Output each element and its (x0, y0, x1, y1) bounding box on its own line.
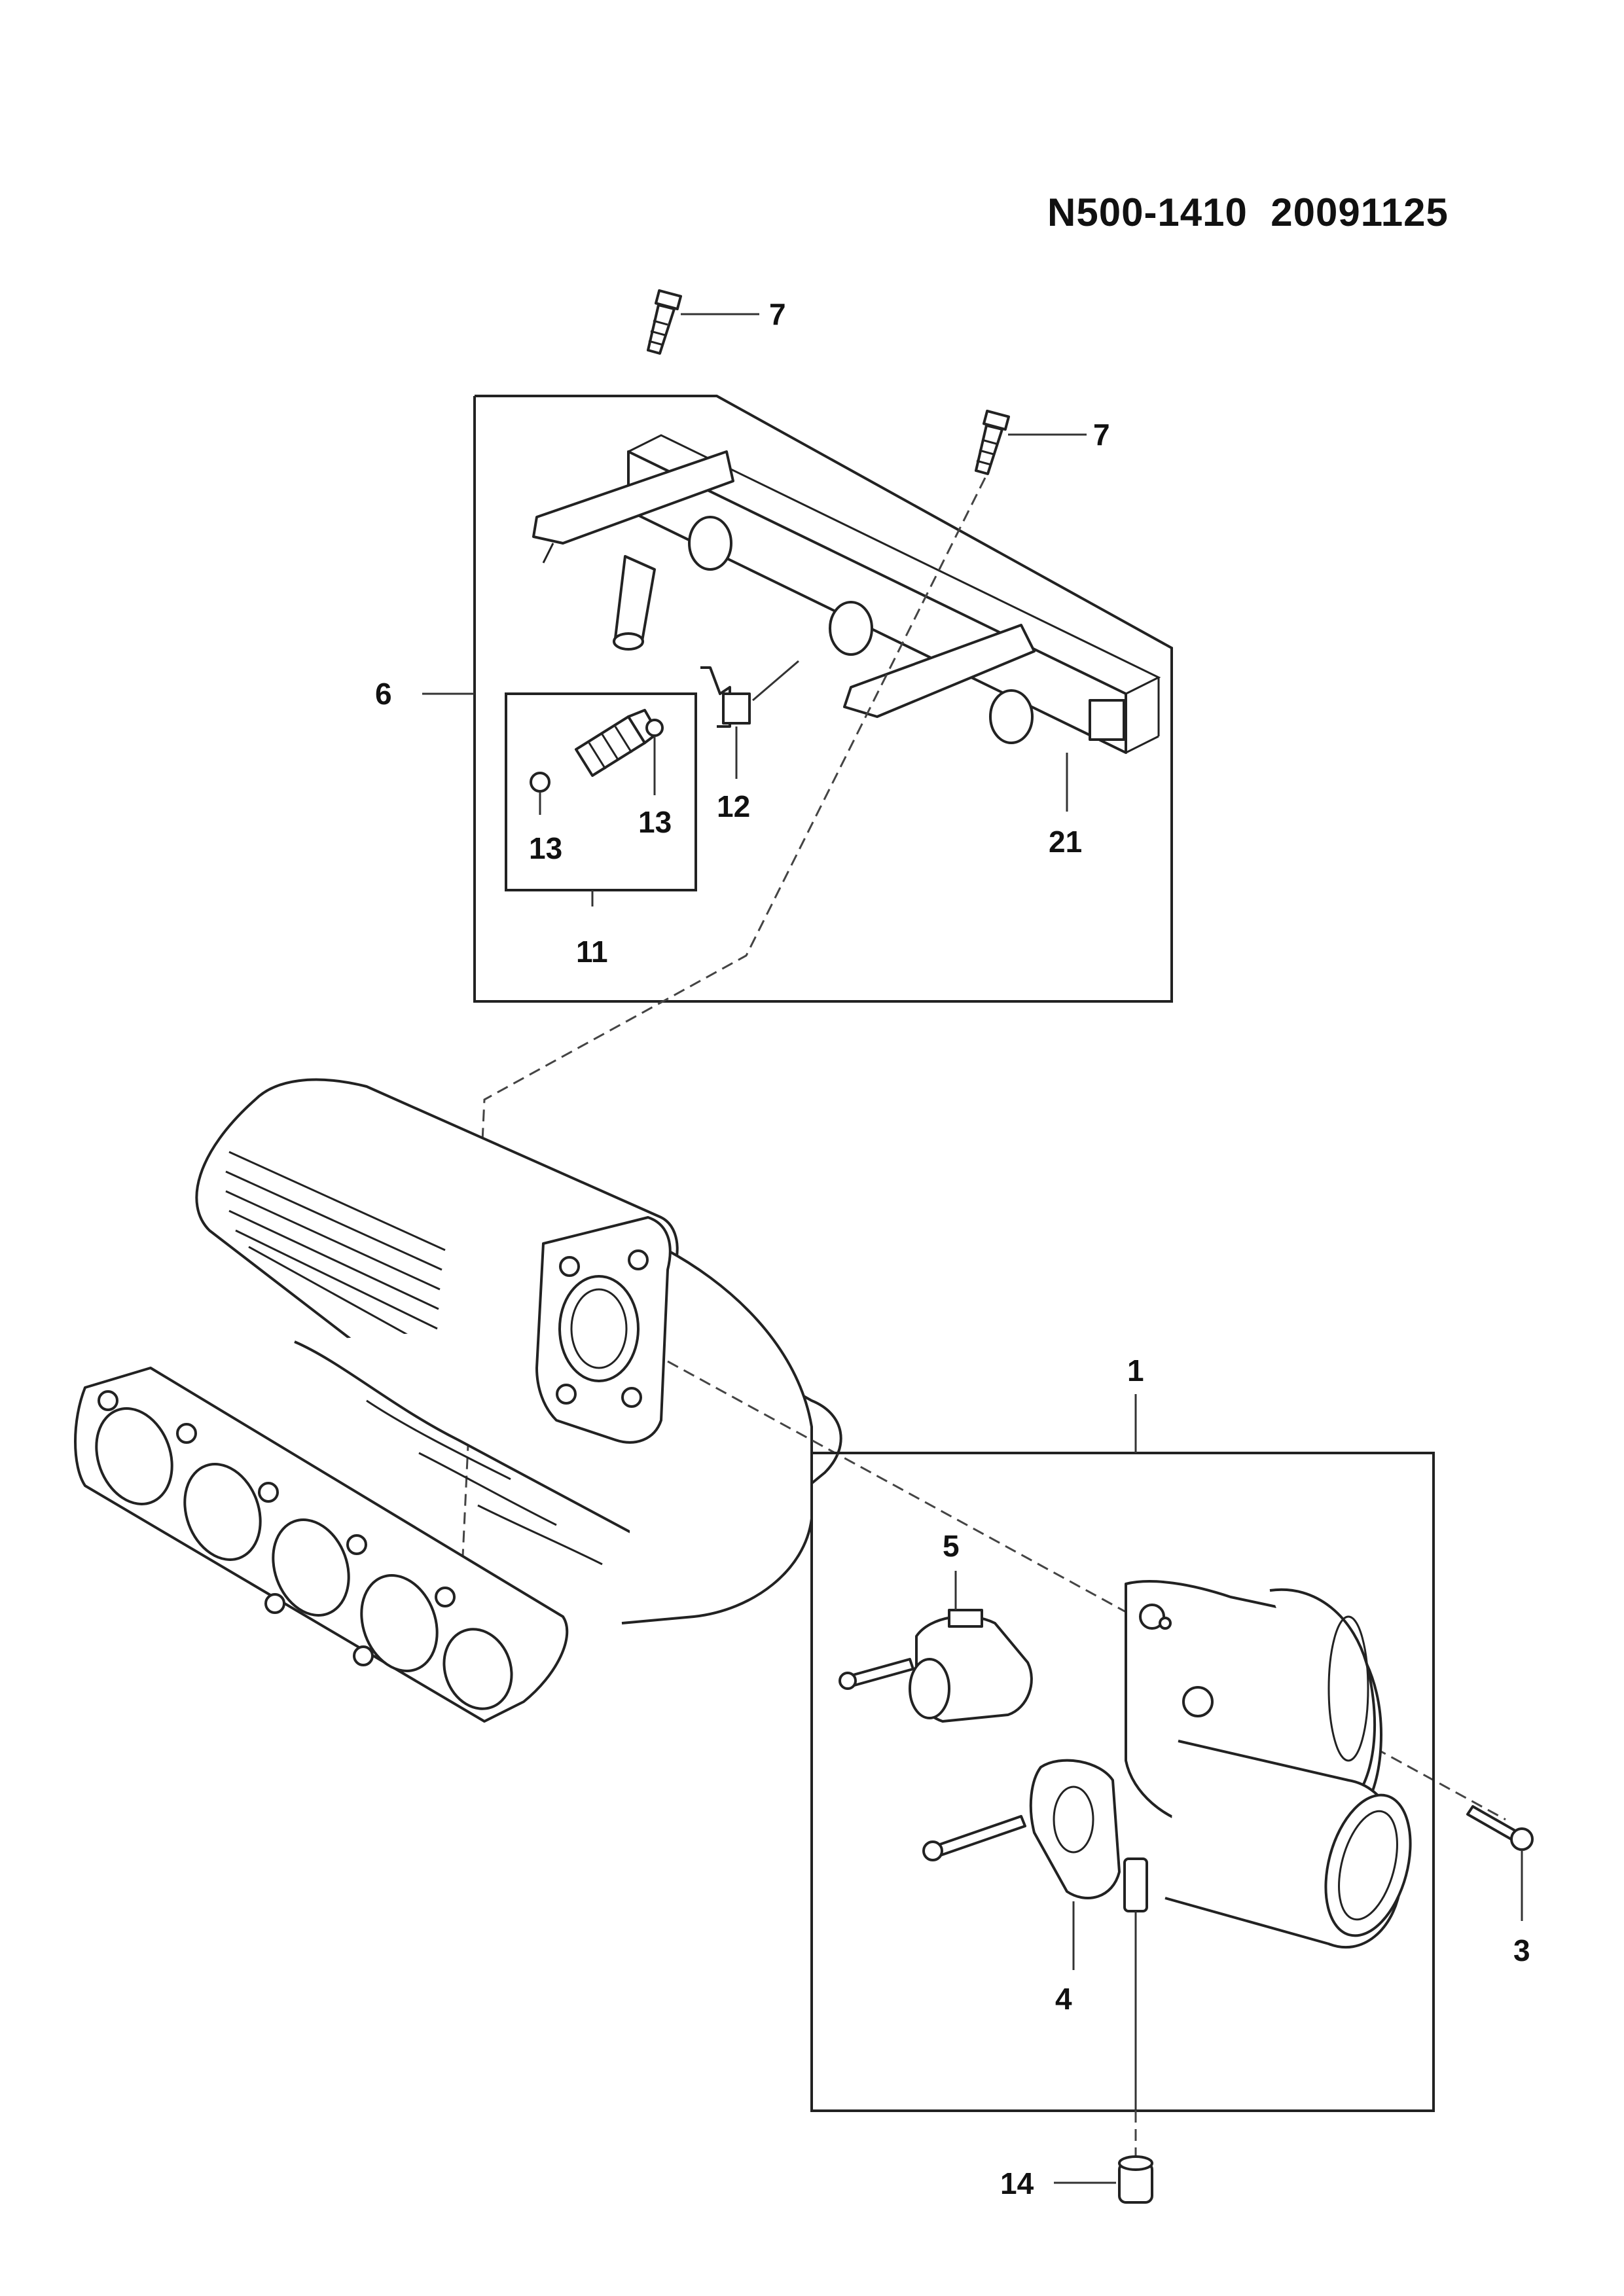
fitting-leader (1123, 1857, 1148, 2160)
callout-13-left: 13 (529, 831, 562, 865)
callout-14: 14 (1000, 2166, 1034, 2200)
callout-6: 6 (375, 677, 392, 711)
injector-subgroup-frame (505, 692, 697, 891)
assembly-line-rail (460, 477, 986, 1585)
fuel-rail (532, 434, 1161, 754)
idle-actuator-5 (839, 1571, 1033, 1723)
intake-manifold (74, 1078, 842, 1723)
throttle-body-group-frame (810, 1394, 1435, 2112)
bolt-7-upper-left (647, 289, 759, 355)
callout-21: 21 (1049, 825, 1082, 859)
throttle-body (1125, 1580, 1412, 1948)
callout-12: 12 (717, 789, 750, 823)
injector-11 (530, 709, 664, 906)
fuel-rail-group-frame (473, 395, 1173, 1003)
throttle-position-sensor-4 (922, 1759, 1121, 1970)
callout-7-upper-left: 7 (769, 297, 786, 331)
bolt-3 (1466, 1805, 1534, 1921)
cap-14 (1054, 2155, 1153, 2204)
callout-7-upper-right: 7 (1093, 418, 1110, 452)
callout-4: 4 (1055, 1982, 1072, 2016)
callout-1: 1 (1127, 1354, 1144, 1388)
bolt-7-upper-right (975, 409, 1087, 475)
document-id: N500-1410 20091125 (1047, 190, 1449, 234)
callout-11: 11 (576, 935, 608, 969)
callout-3: 3 (1513, 1933, 1530, 1967)
callout-5: 5 (943, 1529, 960, 1563)
callout-13-right: 13 (638, 805, 672, 839)
plenum-ribs (225, 1151, 446, 1350)
clip-12 (700, 660, 799, 779)
